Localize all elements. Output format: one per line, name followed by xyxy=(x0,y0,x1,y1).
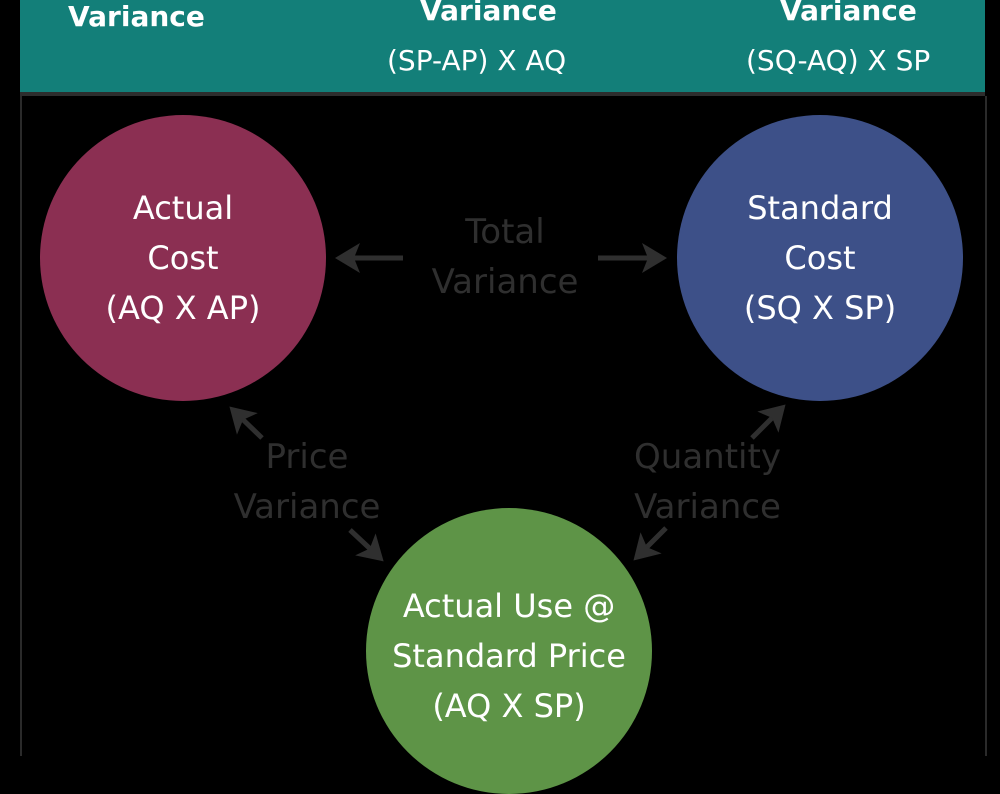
actual-use-formula: (AQ X SP) xyxy=(432,687,586,725)
quantity-variance-line1: Quantity xyxy=(634,437,781,477)
arrow-up-left-icon xyxy=(229,406,264,440)
actual-use-node: Actual Use @ Standard Price (AQ X SP) xyxy=(366,508,652,794)
header-col3-formula: (SQ-AQ) X SP xyxy=(746,44,931,77)
diagram-frame xyxy=(20,96,987,756)
actual-use-line2: Standard Price xyxy=(392,637,626,675)
header-bar xyxy=(20,0,985,96)
header-col1-title: Variance xyxy=(68,0,205,33)
quantity-variance-label: Quantity Variance xyxy=(630,432,785,532)
quantity-variance-line2: Variance xyxy=(634,487,781,527)
actual-cost-formula: (AQ X AP) xyxy=(105,289,261,327)
actual-use-line1: Actual Use @ xyxy=(402,587,616,625)
header-col2-formula: (SP-AP) X AQ xyxy=(387,44,567,77)
total-variance-label: Total Variance xyxy=(430,207,580,307)
arrow-up-right-icon xyxy=(750,404,786,440)
header-col3-title: Variance xyxy=(780,0,917,27)
standard-cost-line1: Standard xyxy=(747,189,893,227)
actual-cost-line1: Actual xyxy=(132,189,234,227)
total-variance-line1: Total xyxy=(465,212,545,252)
arrow-down-right-icon xyxy=(348,528,384,562)
total-variance-line2: Variance xyxy=(431,262,579,302)
actual-cost-node: Actual Cost (AQ X AP) xyxy=(40,115,326,401)
standard-cost-node: Standard Cost (SQ X SP) xyxy=(677,115,963,401)
price-variance-line2: Variance xyxy=(233,487,381,527)
arrow-down-left-icon xyxy=(633,526,668,561)
actual-cost-line2: Cost xyxy=(147,239,219,277)
standard-cost-formula: (SQ X SP) xyxy=(743,289,897,327)
price-variance-line1: Price xyxy=(265,437,349,477)
standard-cost-line2: Cost xyxy=(784,239,856,277)
arrows-layer xyxy=(229,243,786,562)
price-variance-label: Price Variance xyxy=(232,432,382,532)
header-col2-title: Variance xyxy=(420,0,557,27)
